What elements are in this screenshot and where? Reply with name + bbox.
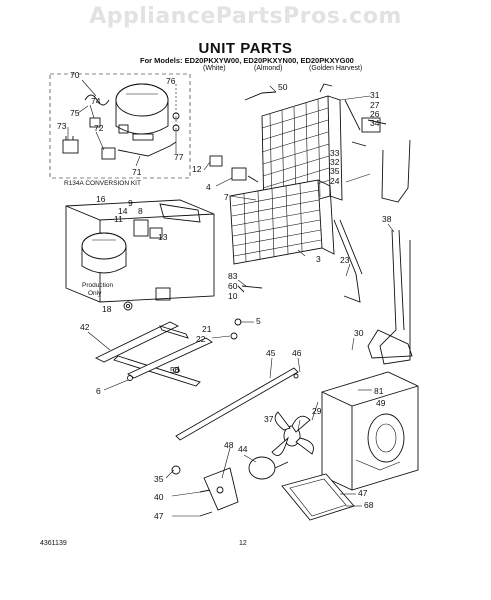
capillary-tube: [244, 91, 277, 101]
callout-47: 47: [154, 511, 164, 521]
callout-24: 24: [330, 176, 340, 186]
callout-30: 30: [354, 328, 364, 338]
callout-29: 29: [312, 406, 322, 416]
callout-26: 26: [370, 109, 380, 119]
callout-31: 31: [370, 90, 380, 100]
callout-35: 35: [330, 166, 340, 176]
callout-27: 27: [370, 100, 380, 110]
callout-73: 73: [57, 121, 67, 131]
callout-50: 50: [278, 82, 288, 92]
evaporator-coil: [229, 179, 335, 265]
page-title: UNIT PARTS: [198, 40, 293, 57]
kit-label: R134A CONVERSION KIT: [64, 180, 141, 187]
callout-76: 76: [166, 76, 176, 86]
leader-lines: [67, 79, 395, 517]
callout-9: 9: [128, 198, 133, 208]
callout-22: 22: [196, 334, 206, 344]
callout-13: 13: [158, 232, 168, 242]
color-white: (White): [203, 65, 226, 72]
callout-49: 49: [376, 398, 386, 408]
callout-47b: 47: [358, 488, 368, 498]
callout-77: 77: [174, 152, 184, 162]
callout-60: 60: [228, 281, 238, 291]
callout-83: 83: [228, 271, 238, 281]
callout-16: 16: [96, 194, 106, 204]
callout-6: 6: [96, 386, 101, 396]
right-tubes: [333, 99, 413, 365]
callout-75: 75: [70, 108, 80, 118]
production-note-line1: Production: [82, 282, 113, 289]
callout-44: 44: [238, 444, 248, 454]
callout-18: 18: [102, 304, 112, 314]
callout-21: 21: [202, 324, 212, 334]
callout-40: 40: [154, 492, 164, 502]
callout-10: 10: [228, 291, 238, 301]
callout-71: 71: [132, 167, 142, 177]
callout-32: 32: [330, 157, 340, 167]
callout-14: 14: [118, 206, 128, 216]
condenser-fan-motor: [171, 456, 289, 517]
callout-56: 56: [170, 365, 180, 375]
callout-38: 38: [382, 214, 392, 224]
callout-12: 12: [192, 164, 202, 174]
callout-numbers: 70 76 74 75 72 73 71 77 50 31 27 26 34 3…: [57, 70, 392, 521]
callout-33: 33: [330, 148, 340, 158]
callout-74: 74: [91, 96, 101, 106]
page-number: 12: [239, 540, 247, 547]
kit-dashed-box: [49, 73, 191, 179]
callout-7: 7: [224, 192, 229, 202]
callout-23: 23: [340, 255, 350, 265]
watermark: AppliancePartsPros.com: [89, 4, 402, 29]
front-rail: [175, 367, 299, 441]
callout-11: 11: [114, 214, 123, 224]
callout-3: 3: [316, 254, 321, 264]
production-compressor-assembly: Production Only: [65, 199, 215, 311]
callout-46: 46: [292, 348, 302, 358]
callout-4: 4: [206, 182, 211, 192]
kit-compressor: [115, 83, 169, 141]
production-note-line2: Only: [88, 290, 102, 297]
callout-5: 5: [256, 316, 261, 326]
callout-48: 48: [224, 440, 234, 450]
callout-81: 81: [374, 386, 384, 396]
callout-37: 37: [264, 414, 274, 424]
callout-70: 70: [70, 70, 80, 80]
callout-35b: 35: [154, 474, 164, 484]
callout-68: 68: [364, 500, 374, 510]
callout-45: 45: [266, 348, 276, 358]
condenser-fan-blade: [271, 411, 314, 457]
models-line: For Models: ED20PKXYW00, ED20PKXYN00, ED…: [140, 56, 354, 65]
color-golden-harvest: (Golden Harvest): [309, 65, 363, 72]
callout-72: 72: [94, 123, 104, 133]
callout-42: 42: [80, 322, 90, 332]
base-frame: [94, 321, 213, 387]
document-number: 4361139: [40, 540, 67, 547]
callout-34: 34: [370, 118, 380, 128]
callout-8: 8: [138, 206, 143, 216]
color-almond: (Almond): [254, 65, 283, 72]
kit-overload-relay: [62, 84, 180, 160]
